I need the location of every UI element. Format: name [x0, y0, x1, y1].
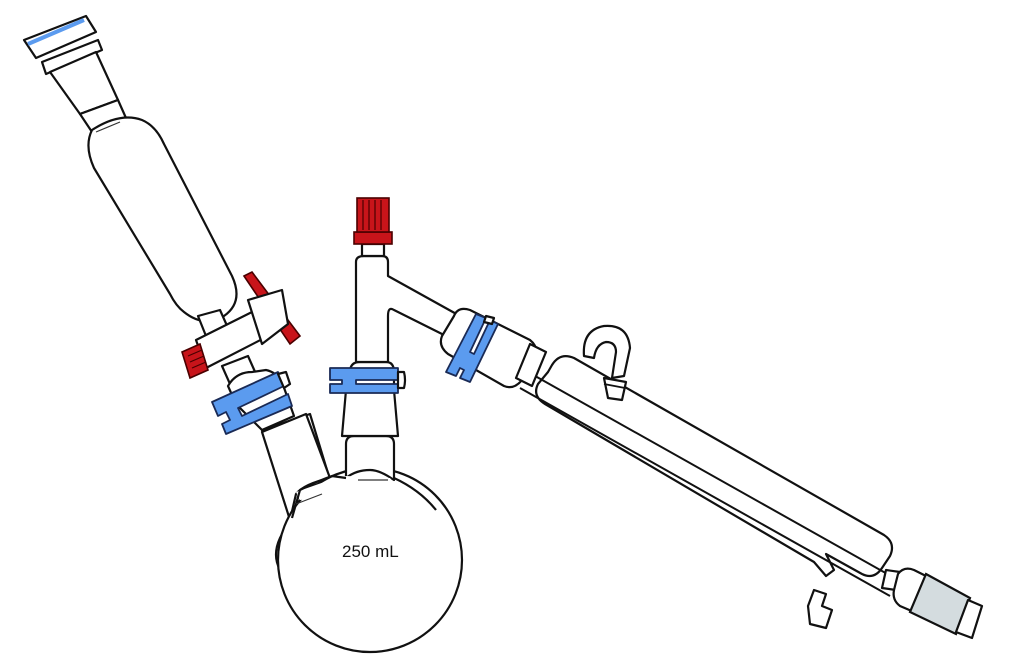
distillation-head — [340, 197, 548, 438]
funnel-stopper — [22, 14, 98, 60]
head-cap — [353, 231, 393, 245]
pressure-equalizing-addition-funnel — [22, 14, 238, 338]
stopcock-cap — [181, 342, 209, 380]
round-bottom-flask: 250 mL — [226, 368, 464, 654]
keck-clip-sidearm — [445, 313, 499, 383]
keck-clip-funnel — [211, 370, 293, 435]
head-cap-grip — [356, 197, 390, 233]
keck-clip-center — [329, 367, 407, 394]
receiving-adapter — [892, 567, 984, 640]
flask-volume-label: 250 mL — [342, 542, 399, 561]
adapter-sleeve — [908, 572, 972, 636]
liebig-condenser — [519, 324, 902, 630]
